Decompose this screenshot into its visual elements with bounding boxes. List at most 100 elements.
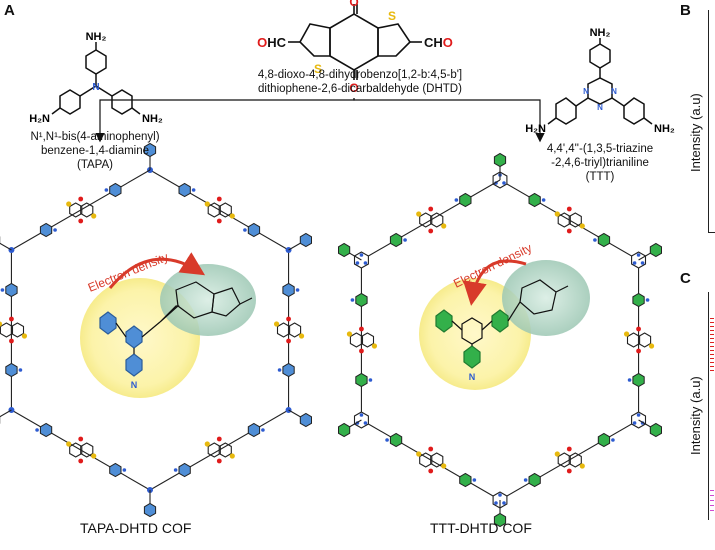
oxygen-atom [428, 206, 434, 212]
electron-transfer-arrow-right [463, 259, 527, 306]
triazine-nitrogen [363, 261, 368, 265]
dhtd-linker-ring [218, 202, 232, 218]
ttt-name-line2: -2,4,6-triyl)trianiline [551, 157, 649, 169]
imine-nitrogen [191, 188, 196, 192]
triazine-nitrogen [640, 261, 645, 265]
dhtd-linker-ring [80, 442, 94, 458]
imine-nitrogen [104, 188, 109, 192]
triazine-nitrogen [359, 413, 364, 417]
dhtd-aldehyde-left: OHC [257, 35, 287, 50]
oxygen-atom [566, 446, 572, 452]
dhtd-acceptor-glow-right [502, 260, 590, 336]
sulfur-atom [579, 463, 585, 469]
ttt-amine-top: NH₂ [590, 27, 611, 39]
sulfur-atom [554, 211, 560, 217]
peripheral-phenyl-ring [143, 502, 157, 518]
imine-nitrogen [350, 298, 355, 302]
oxygen-atom [359, 348, 364, 354]
oxygen-atom [216, 196, 222, 202]
ttt-fragment-n-atom: N [469, 372, 476, 382]
imine-nitrogen [18, 368, 23, 372]
oxygen-atom [428, 228, 434, 234]
dhtd-aldehyde-right: CHO [424, 35, 453, 50]
panel-label-c: C [680, 270, 691, 287]
phenyl-ring [247, 422, 261, 438]
panel-b-ylabel: Intensity (a.u) [688, 93, 703, 172]
imine-nitrogen [0, 288, 5, 292]
imine-nitrogen [261, 428, 265, 432]
dhtd-linker-ring [69, 442, 83, 458]
dhtd-sulfur-left: S [314, 62, 322, 76]
imine-nitrogen [472, 478, 477, 482]
dhtd-linker-ring [0, 322, 14, 338]
dhtd-linker-ring [430, 452, 444, 468]
sulfur-atom [21, 333, 28, 339]
sulfur-atom [229, 453, 235, 459]
oxygen-atom [286, 316, 291, 322]
dhtd-linker-ring [287, 322, 302, 338]
caption-tapa-dhtd-cof: TAPA-DHTD COF [80, 520, 192, 536]
imine-nitrogen [368, 378, 373, 382]
panel-c-red-trace [710, 318, 714, 374]
imine-nitrogen [593, 238, 597, 242]
phenyl-ring [528, 472, 541, 488]
dhtd-linker-ring [568, 452, 582, 468]
phenyl-ring [5, 362, 18, 378]
imine-nitrogen [122, 468, 127, 472]
peripheral-phenyl-ring [299, 232, 312, 248]
tapa-structure [51, 42, 141, 115]
sulfur-atom [66, 441, 72, 447]
phenyl-ring [5, 282, 18, 298]
phenyl-ring [109, 462, 122, 478]
tapa-name: N¹,N¹-bis(4-aminophenyl) benzene-1,4-dia… [10, 130, 180, 172]
oxygen-atom [636, 326, 641, 332]
phenyl-ring [632, 372, 645, 388]
sulfur-atom [648, 343, 655, 349]
ttt-amine-left: H₂N [525, 123, 546, 135]
phenyl-ring [459, 192, 472, 208]
sulfur-atom [623, 331, 630, 337]
ttt-structure [547, 38, 653, 125]
dhtd-linker-ring [349, 332, 364, 348]
oxygen-atom [428, 468, 434, 474]
oxygen-atom [78, 436, 84, 442]
imine-nitrogen [541, 198, 546, 202]
triazine-nitrogen [636, 253, 641, 257]
phenyl-ring [355, 292, 368, 308]
peripheral-phenyl-ring [493, 512, 507, 528]
framework-extension-bond [0, 409, 12, 418]
sulfur-atom [229, 213, 235, 219]
oxygen-atom [9, 338, 14, 344]
dhtd-linker-ring [637, 332, 652, 348]
imine-nitrogen [523, 478, 528, 482]
ttt-amine-right: NH₂ [654, 123, 675, 135]
dhtd-linker-ring [568, 212, 582, 228]
phenyl-ring [39, 422, 53, 438]
tapa-amine-left: H₂N [29, 113, 50, 125]
triazine-nitrogen [636, 413, 641, 417]
dhtd-linker-ring [69, 202, 83, 218]
phenyl-ring [597, 432, 611, 448]
tapa-amine-right: NH₂ [142, 113, 163, 125]
ttt-triazine-n1: N [583, 87, 589, 96]
ttt-triazine-n3: N [597, 103, 603, 112]
reaction-arrow-right [353, 98, 545, 143]
phenyl-ring [39, 222, 53, 238]
dhtd-name-line2: dithiophene-2,6-dicarbaldehyde (DHTD) [258, 83, 462, 95]
dhtd-acceptor-glow-left [160, 264, 256, 336]
panel-c-axis-frame [708, 292, 715, 520]
panel-label-b: B [680, 2, 691, 19]
phenyl-ring [109, 182, 122, 198]
panel-c-ylabel: Intensity (a.u) [688, 376, 703, 455]
imine-nitrogen [645, 298, 650, 302]
phenyl-ring [355, 372, 368, 388]
sulfur-atom [0, 321, 3, 327]
dhtd-linker-ring [419, 212, 433, 228]
imine-nitrogen [627, 378, 632, 382]
dhtd-oxygen-bottom: O [349, 81, 358, 95]
imine-nitrogen [53, 228, 57, 232]
sulfur-atom [416, 211, 422, 217]
phenyl-ring [178, 462, 191, 478]
triazine-nitrogen [494, 501, 498, 505]
phenyl-ring [459, 472, 472, 488]
